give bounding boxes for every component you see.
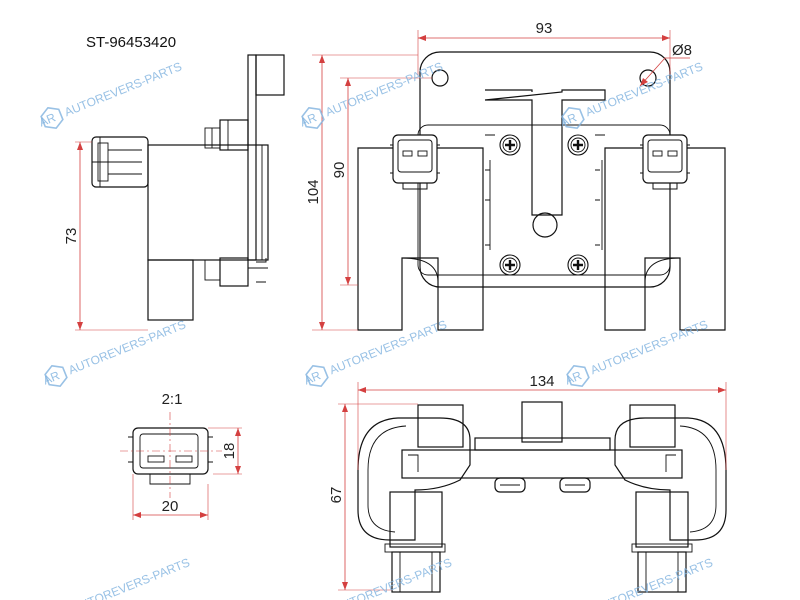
watermark-7: AUTOREVERS-PARTS <box>70 555 191 600</box>
watermark-text: AUTOREVERS-PARTS <box>327 317 448 377</box>
dimension-hole-diameter <box>639 57 690 87</box>
top-view <box>357 401 727 593</box>
dimension-connector-height <box>208 427 242 475</box>
watermark-2: AR AUTOREVERS-PARTS <box>298 59 445 133</box>
connector-height-label: 18 <box>221 443 238 460</box>
connector-detail <box>120 412 222 498</box>
watermark-8: AUTOREVERS-PARTS <box>332 555 453 600</box>
connector-width-label: 20 <box>162 498 179 515</box>
part-number: ST-96453420 <box>86 34 176 51</box>
dimension-height-bottom <box>338 403 418 591</box>
watermark-text: AUTOREVERS-PARTS <box>70 555 191 600</box>
dimension-height-overall <box>312 54 418 331</box>
watermark-text: AUTOREVERS-PARTS <box>323 59 444 119</box>
connector-scale-label: 2:1 <box>162 391 183 408</box>
dimension-width-top <box>417 30 671 75</box>
watermark-text: AUTOREVERS-PARTS <box>588 317 709 377</box>
watermark-logo: AR <box>302 368 323 387</box>
dimension-width-bottom <box>357 382 727 470</box>
front-view <box>357 51 726 331</box>
watermark-3: AR AUTOREVERS-PARTS <box>558 59 705 133</box>
height-side-label: 73 <box>63 228 80 245</box>
watermark-logo: AR <box>563 368 584 387</box>
height-overall-label: 104 <box>305 179 322 204</box>
watermark-4: AR AUTOREVERS-PARTS <box>41 317 188 391</box>
watermark-logo: AR <box>558 110 579 129</box>
watermark-text: AUTOREVERS-PARTS <box>593 555 714 600</box>
watermark-6: AR AUTOREVERS-PARTS <box>563 317 710 391</box>
width-bottom-label: 134 <box>529 373 554 390</box>
height-bottom-label: 67 <box>328 487 345 504</box>
watermark-text: AUTOREVERS-PARTS <box>62 59 183 119</box>
watermark-text: AUTOREVERS-PARTS <box>66 317 187 377</box>
watermark-logo: AR <box>37 110 58 129</box>
dimension-connector-width <box>132 474 209 520</box>
watermark-1: AR AUTOREVERS-PARTS <box>37 59 184 133</box>
height-inner-label: 90 <box>331 162 348 179</box>
width-top-label: 93 <box>536 20 553 37</box>
side-view <box>91 54 285 321</box>
watermark-logo: AR <box>41 368 62 387</box>
dimension-height-inner <box>340 77 432 286</box>
hole-diameter-label: Ø8 <box>672 42 692 59</box>
dimension-height-side <box>75 141 148 331</box>
watermark-text: AUTOREVERS-PARTS <box>332 555 453 600</box>
watermark-text: AUTOREVERS-PARTS <box>583 59 704 119</box>
watermark-logo: AR <box>298 110 319 129</box>
watermark-9: AUTOREVERS-PARTS <box>593 555 714 600</box>
